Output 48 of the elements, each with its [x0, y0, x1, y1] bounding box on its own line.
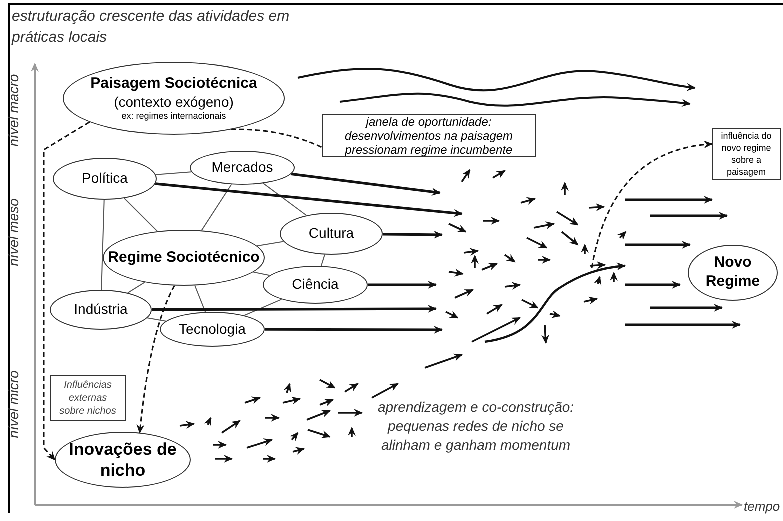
node-label: influência do novo regime sobre a paisagem: [720, 130, 773, 178]
dashed-arrow: [591, 141, 713, 268]
text-box: [712, 128, 781, 180]
arrow: [265, 326, 443, 334]
ellipse-node: [103, 230, 265, 286]
connector-line: [201, 184, 232, 232]
level-label: nível micro: [4, 370, 22, 440]
connector-line: [147, 318, 166, 322]
node-label: Influências externas sobre nichos: [58, 378, 118, 418]
node-label: ex: regimes internacionais: [122, 111, 226, 122]
connector-line: [256, 241, 284, 247]
node-label: Ciência: [292, 276, 339, 294]
node-label: Paisagem Sociotécnica: [90, 74, 258, 94]
connector-line: [128, 282, 146, 294]
connector-line: [244, 299, 282, 316]
connector-line: [124, 198, 158, 232]
level-label: nível macro: [4, 73, 22, 149]
axis-label: tempo: [744, 498, 780, 516]
dashed-line: [231, 128, 322, 148]
node-label: janela de oportunidade: desenvolvimentos na paisagem pressionam regime incumbente: [344, 114, 514, 156]
dashed-arrow: [136, 285, 176, 434]
annotation-text: aprendizagem e co-construção: pequenas redes de nicho se alinham e ganham momentum: [376, 398, 576, 455]
node-label: Tecnologia: [179, 320, 246, 338]
connector-line: [101, 200, 105, 290]
node-label: Cultura: [308, 225, 354, 243]
arrow: [152, 305, 437, 314]
arrow: [368, 281, 437, 289]
connector-line: [194, 285, 206, 313]
node-label: Política: [82, 170, 128, 188]
connector-line: [320, 254, 326, 267]
connector-line: [263, 183, 308, 216]
arrow: [382, 230, 443, 239]
node-label: Novo Regime: [704, 254, 762, 292]
node-label: Indústria: [74, 301, 128, 319]
arrow: [291, 172, 441, 196]
node-label: Inovações de nicho: [68, 438, 178, 482]
connector-line: [156, 172, 192, 176]
level-label: nível meso: [4, 198, 22, 268]
arrow: [155, 182, 463, 218]
connector-line: [253, 272, 270, 276]
ellipse-node: [160, 312, 265, 347]
text-box: [50, 375, 126, 421]
node-label: Regime Sociotécnico: [108, 248, 260, 268]
axis-title: estruturação crescente das atividades em práticas locais: [12, 7, 291, 48]
text-box: [322, 114, 536, 157]
node-label: (contexto exógeno): [114, 94, 234, 111]
node-label: Mercados: [212, 159, 274, 177]
dashed-arrow: [43, 122, 90, 461]
